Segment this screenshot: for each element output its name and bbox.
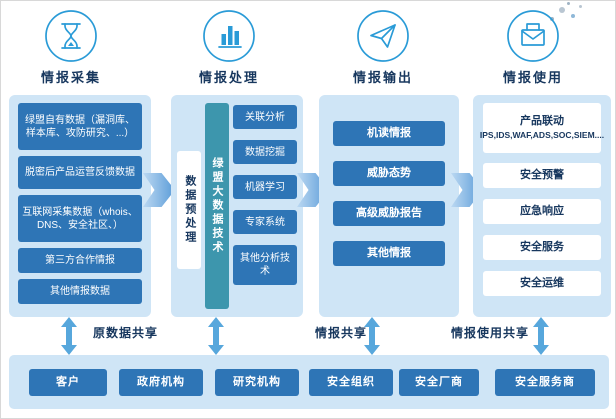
stage-label: 情报采集 [40,70,101,85]
processing-item: 关联分析 [233,105,297,129]
stage-label: 情报使用 [502,70,563,85]
processing-item: 数据挖掘 [233,140,297,164]
stage-collection: 情报采集 [11,9,131,86]
stage-label: 情报处理 [198,70,259,85]
output-panel: 机读情报 威胁态势 高级威胁报告 其他情报 [319,95,459,317]
stakeholder-item: 政府机构 [119,369,203,396]
output-item: 其他情报 [333,241,445,266]
collection-item: 互联网采集数据（whois、DNS、安全社区、） [18,195,142,242]
stakeholder-bar: 客户 政府机构 研究机构 安全组织 安全厂商 安全服务商 [9,355,609,409]
paper-plane-icon [357,10,409,62]
stakeholder-item: 安全厂商 [399,369,479,396]
share-arrow [364,317,380,355]
stage-processing: 情报处理 [169,9,289,86]
hourglass-icon [45,10,97,62]
bigdata-tech-label: 绿盟大数据技术 [211,157,223,255]
share-arrow [533,317,549,355]
bar-chart-icon [203,10,255,62]
share-label-intel: 情报共享 [315,326,368,340]
output-item: 威胁态势 [333,161,445,186]
share-arrow [208,317,224,355]
stakeholder-item: 安全组织 [309,369,393,396]
envelope-icon [507,10,559,62]
share-label-usage: 情报使用共享 [451,326,530,340]
share-arrow [61,317,77,355]
processing-item: 专家系统 [233,210,297,234]
processing-item: 其他分析技术 [233,245,297,285]
stage-label: 情报输出 [352,70,413,85]
collection-panel: 绿盟自有数据（漏洞库、样本库、攻防研究、...） 脱密后产品运营反馈数据 互联网… [9,95,151,317]
share-label-raw-data: 原数据共享 [93,326,159,340]
processing-panel: 数据预处理 绿盟大数据技术 关联分析 数据挖掘 机器学习 专家系统 其他分析技术 [171,95,303,317]
stage-output: 情报输出 [323,9,443,86]
usage-product-box: 产品联动 IPS,IDS,WAF,ADS,SOC,SIEM.... [479,103,605,153]
stage-usage: 情报使用 [473,9,593,86]
preprocess-label: 数据预处理 [183,175,196,245]
bigdata-tech-box: 绿盟大数据技术 [205,103,229,309]
collection-item: 第三方合作情报 [18,248,142,273]
output-item: 高级威胁报告 [333,201,445,226]
output-item: 机读情报 [333,121,445,146]
collection-item: 脱密后产品运营反馈数据 [18,156,142,189]
stakeholder-item: 研究机构 [215,369,299,396]
processing-item: 机器学习 [233,175,297,199]
stakeholder-item: 安全服务商 [495,369,595,396]
usage-item: 安全运维 [483,271,601,296]
usage-item: 安全服务 [483,235,601,260]
usage-item: 安全预警 [483,163,601,188]
stakeholder-item: 客户 [29,369,107,396]
usage-product-title: 产品联动 [520,115,564,128]
collection-item: 其他情报数据 [18,279,142,304]
preprocess-box: 数据预处理 [177,151,201,269]
collection-item: 绿盟自有数据（漏洞库、样本库、攻防研究、...） [18,103,142,150]
usage-panel: 产品联动 IPS,IDS,WAF,ADS,SOC,SIEM.... 安全预警 应… [473,95,611,317]
usage-item: 应急响应 [483,199,601,224]
usage-product-subtitle: IPS,IDS,WAF,ADS,SOC,SIEM.... [479,130,605,141]
